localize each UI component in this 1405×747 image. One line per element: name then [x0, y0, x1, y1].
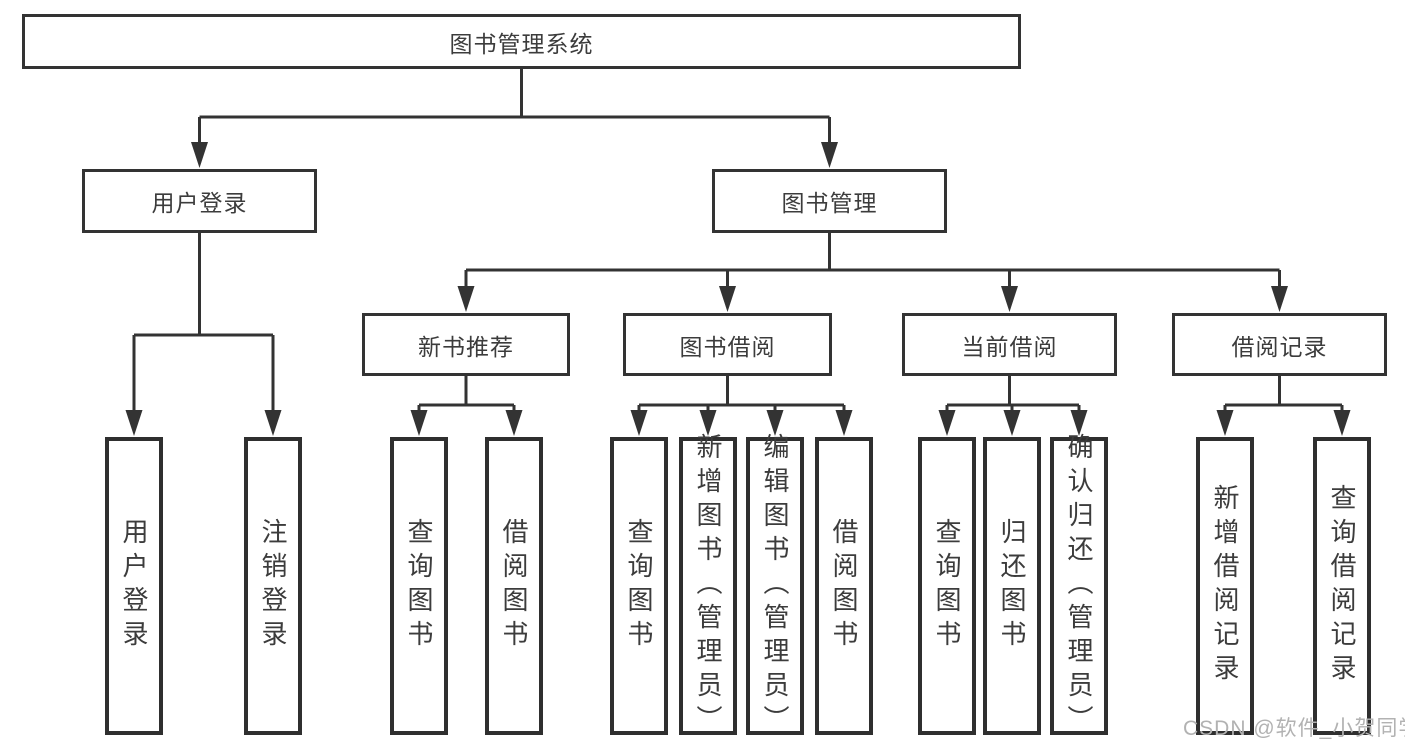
leaf-edit-book-admin: 编辑图书（管理员） [746, 433, 804, 739]
leaf-query-books-3: 查询图书 [918, 437, 976, 735]
arrowhead [1070, 410, 1088, 436]
arrowhead [505, 410, 523, 436]
connector-newbook-to-leaves [417, 376, 516, 412]
csdn-watermark: CSDN @软件_小贺同学 [1183, 717, 1405, 740]
leaf-add-book-admin: 新增图书（管理员） [679, 433, 737, 739]
node-book-borrow: 图书借阅 [623, 313, 832, 376]
leaf-confirm-return-admin-label: 确认归还（管理员） [1064, 433, 1094, 739]
arrowhead [1333, 410, 1351, 436]
arrowhead [191, 142, 208, 168]
leaf-logout: 注销登录 [244, 437, 302, 735]
node-borrow-records: 借阅记录 [1172, 313, 1387, 376]
node-root-label: 图书管理系统 [449, 30, 594, 57]
leaf-logout-label: 注销登录 [258, 518, 288, 654]
arrowhead [457, 286, 475, 312]
arrowhead [1003, 410, 1021, 436]
leaf-confirm-return-admin: 确认归还（管理员） [1050, 433, 1108, 739]
connector-currentborrow-to-leaves [945, 376, 1081, 412]
leaf-query-books-1: 查询图书 [390, 437, 448, 735]
arrowhead [630, 410, 648, 436]
leaf-add-borrow-record-label: 新增借阅记录 [1210, 484, 1240, 688]
leaf-borrow-books-2-label: 借阅图书 [829, 518, 859, 654]
leaf-user-login-label: 用户登录 [119, 518, 149, 654]
connector-userlogin-to-leaves [132, 232, 275, 412]
node-book-management-label: 图书管理 [781, 190, 878, 216]
arrowhead [125, 410, 143, 436]
node-current-borrow: 当前借阅 [902, 313, 1117, 376]
leaf-add-book-admin-label: 新增图书（管理员） [693, 433, 723, 739]
node-borrow-records-label: 借阅记录 [1231, 333, 1328, 360]
arrowhead [410, 410, 428, 436]
arrowhead [938, 410, 956, 436]
arrowhead [699, 410, 717, 436]
leaf-add-borrow-record: 新增借阅记录 [1196, 437, 1254, 735]
node-new-book-recommend: 新书推荐 [362, 313, 570, 376]
arrowhead [1001, 286, 1018, 312]
node-book-borrow-label: 图书借阅 [679, 333, 776, 360]
node-current-borrow-label: 当前借阅 [961, 333, 1058, 360]
arrowhead [821, 142, 838, 168]
leaf-borrow-books-2: 借阅图书 [815, 437, 873, 735]
leaf-query-borrow-record: 查询借阅记录 [1313, 437, 1371, 735]
leaf-query-books-2-label: 查询图书 [624, 518, 654, 654]
connector-borrowrecords-to-leaves [1223, 376, 1344, 412]
node-new-book-recommend-label: 新书推荐 [418, 333, 514, 360]
node-user-login-group-label: 用户登录 [151, 190, 248, 216]
node-book-management: 图书管理 [712, 169, 947, 233]
leaf-query-books-3-label: 查询图书 [932, 518, 962, 654]
arrowhead [719, 286, 736, 312]
arrowhead [1216, 410, 1234, 436]
leaf-query-books-2: 查询图书 [610, 437, 668, 735]
leaf-query-books-1-label: 查询图书 [404, 518, 434, 654]
leaf-borrow-books-1-label: 借阅图书 [499, 518, 529, 654]
leaf-edit-book-admin-label: 编辑图书（管理员） [760, 433, 790, 739]
connector-root-to-level2 [198, 69, 831, 144]
arrowhead [766, 410, 784, 436]
leaf-return-book: 归还图书 [983, 437, 1041, 735]
node-root: 图书管理系统 [22, 14, 1021, 69]
node-user-login-group: 用户登录 [82, 169, 317, 233]
leaf-return-book-label: 归还图书 [997, 518, 1027, 654]
connector-bookmgmt-to-level3 [464, 233, 1281, 288]
leaf-borrow-books-1: 借阅图书 [485, 437, 543, 735]
leaf-query-borrow-record-label: 查询借阅记录 [1327, 484, 1357, 688]
arrowhead [1271, 286, 1288, 312]
leaf-user-login: 用户登录 [105, 437, 163, 735]
connector-bookborrow-to-leaves [637, 376, 846, 412]
arrowhead [264, 410, 282, 436]
arrowhead [835, 410, 853, 436]
